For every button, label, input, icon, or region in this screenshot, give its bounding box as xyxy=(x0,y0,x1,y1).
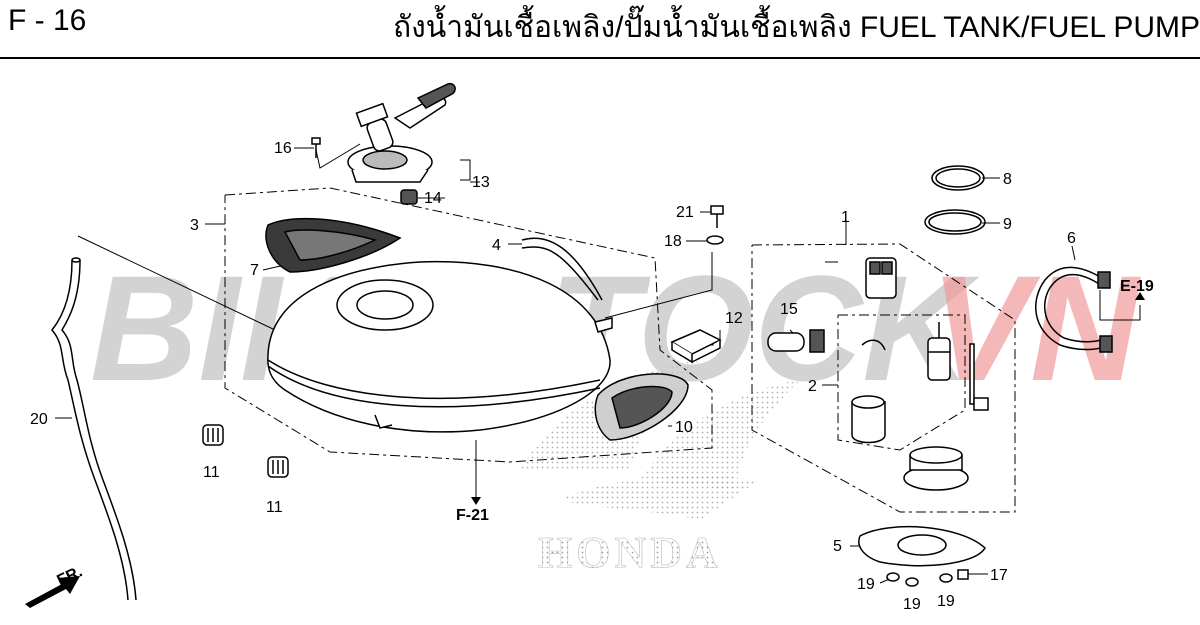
callout-7: 7 xyxy=(250,262,259,279)
tube-4 xyxy=(521,237,603,301)
callout-6: 6 xyxy=(1067,230,1076,247)
ref-f21[interactable]: F-21 xyxy=(456,507,489,524)
callout-2: 2 xyxy=(808,378,817,395)
damper-11b xyxy=(267,456,289,478)
nut-19c xyxy=(939,573,953,583)
fuel-tank xyxy=(267,260,613,433)
page-code: F - 16 xyxy=(8,4,87,37)
callout-14: 14 xyxy=(424,190,442,207)
callout-19a: 19 xyxy=(857,576,875,593)
pump-base xyxy=(903,446,969,491)
ref-e19[interactable]: E-19 xyxy=(1120,278,1154,295)
setting-plate-5 xyxy=(858,525,986,567)
callout-15: 15 xyxy=(780,301,798,318)
cap-rubber xyxy=(400,189,418,205)
callout-21: 21 xyxy=(676,204,694,221)
nut-17 xyxy=(957,569,969,580)
bracket-12 xyxy=(670,329,722,364)
callout-8: 8 xyxy=(1003,171,1012,188)
drain-tube-20 xyxy=(51,257,137,601)
pump-motor xyxy=(927,322,989,411)
callout-19b: 19 xyxy=(903,596,921,613)
callout-12: 12 xyxy=(725,310,743,327)
callout-19c: 19 xyxy=(937,593,955,610)
callout-20: 20 xyxy=(30,411,48,428)
fuel-filter-15 xyxy=(767,329,825,353)
honda-logo-text: HONDA xyxy=(538,528,722,577)
fuel-hose-6 xyxy=(1034,266,1113,353)
fuel-pump-connector xyxy=(865,257,897,299)
callout-10: 10 xyxy=(675,419,693,436)
callout-11a: 11 xyxy=(203,464,220,481)
callout-18: 18 xyxy=(664,233,682,250)
page-header: F - 16 ถังน้ำมันเชื้อเพลิง/ปั๊มน้ำมันเชื… xyxy=(0,0,1200,60)
callout-11b: 11 xyxy=(266,499,283,516)
callout-9: 9 xyxy=(1003,216,1012,233)
front-direction-label: FR. xyxy=(55,563,86,589)
header-rule xyxy=(0,57,1200,59)
watermark-text-accent: VN xyxy=(930,244,1141,412)
washer-18 xyxy=(706,235,724,245)
front-direction-arrow-icon xyxy=(25,576,80,608)
damper-11a xyxy=(202,424,224,446)
tank-assembly-outline xyxy=(224,187,713,463)
pump-assembly-outline xyxy=(751,243,1016,513)
callout-1: 1 xyxy=(841,209,850,226)
fuel-cap xyxy=(347,82,456,183)
callout-17: 17 xyxy=(990,567,1008,584)
nut-19b xyxy=(905,577,919,587)
pump-inner-outline xyxy=(837,314,966,451)
o-ring-8 xyxy=(931,165,985,191)
page-title: ถังน้ำมันเชื้อเพลิง/ปั๊มน้ำมันเชื้อเพลิง… xyxy=(392,11,1200,44)
nut-19a xyxy=(886,572,900,582)
bolt-21 xyxy=(710,205,724,228)
tank-pad xyxy=(265,217,402,273)
o-ring-9 xyxy=(924,209,986,235)
parts-diagram: HONDA BIKESTOCK VN xyxy=(25,82,1154,613)
bolt-16 xyxy=(311,137,321,158)
callout-5: 5 xyxy=(833,538,842,555)
side-cover xyxy=(594,373,689,441)
callout-13: 13 xyxy=(472,174,490,191)
pump-strainer xyxy=(851,339,886,444)
callout-16: 16 xyxy=(274,140,292,157)
callout-3: 3 xyxy=(190,217,199,234)
callout-4: 4 xyxy=(492,237,501,254)
